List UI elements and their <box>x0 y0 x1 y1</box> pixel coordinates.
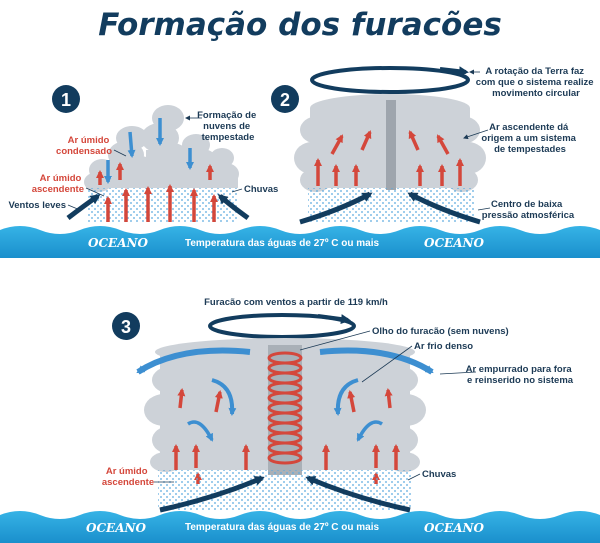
label-humid-rising-3: Ar úmido ascendente <box>102 466 154 488</box>
ocean-bottom-water <box>0 511 600 543</box>
stage-3-rotation-head <box>317 314 351 325</box>
outflow-left <box>136 347 251 375</box>
stage-3-number: 3 <box>121 317 131 337</box>
stage-1-condensed-arrows <box>104 118 194 184</box>
leader-cold-air <box>361 345 413 383</box>
leader-pushed-air <box>439 371 477 375</box>
stage-3-badge <box>112 312 140 340</box>
ocean-top-water <box>0 226 600 258</box>
stage-1-rising-arrows <box>96 162 218 222</box>
label-humid-rising: Ar úmido ascendente <box>32 173 84 195</box>
label-storm-clouds: Formação de nuvens de tempestade <box>197 110 259 143</box>
stage-2-rising-arrows <box>314 130 464 186</box>
ocean-top: OCEANO Temperatura das águas de 27º C ou… <box>0 226 600 258</box>
stage-2-core <box>386 100 396 190</box>
label-winds-speed: Furacão com ventos a partir de 119 km/h <box>204 297 388 308</box>
cold-air-left-low <box>187 420 214 442</box>
ocean-bottom-label-left: OCEANO <box>86 521 146 535</box>
cold-air-left <box>211 378 237 416</box>
leader-light-winds <box>67 204 81 211</box>
cold-air-right <box>333 378 359 416</box>
label-cold-air: Ar frio denso <box>414 341 473 352</box>
stage-1-clouds <box>84 105 239 192</box>
label-earth-rotation: A rotação da Terra faz com que o sistema… <box>476 66 596 99</box>
cold-air-right-low <box>356 420 383 442</box>
stage-3-inflow-left <box>159 475 265 513</box>
stage-1-wind-right <box>217 193 250 221</box>
stage-1-number: 1 <box>61 90 71 110</box>
leader-rain-1 <box>231 188 243 193</box>
label-low-pressure: Centro de baixa pressão atmosférica <box>482 199 575 221</box>
stage-2-rotation-ring <box>310 66 470 94</box>
stage-2-rotation-head <box>439 66 469 77</box>
ocean-top-label-right: OCEANO <box>424 236 484 250</box>
stage-3-rotation-ring <box>208 313 356 339</box>
stage-2: 2 <box>271 66 596 225</box>
label-humid-condensed: Ar úmido condensado <box>56 135 112 157</box>
label-pushed-air: Ar empurrado para fora e reinserido no s… <box>466 364 575 386</box>
stage-3-inflow-right <box>305 475 411 513</box>
ocean-bottom: OCEANO Temperatura das águas de 27º C ou… <box>0 511 600 543</box>
ocean-bottom-label-right: OCEANO <box>424 521 484 535</box>
stage-2-inflow-right <box>407 191 481 225</box>
stage-2-number: 2 <box>280 90 290 110</box>
label-rising-air: Ar ascendente dá origem a um sistema de … <box>481 122 578 155</box>
stage-3: 3 Furacão com ventos a partir de 119 km/… <box>102 297 575 513</box>
stage-1: 1 <box>8 85 278 222</box>
stage-2-rain <box>308 188 474 222</box>
eye-spiral <box>267 351 303 465</box>
leader-eye <box>299 330 371 351</box>
stage-1-wind-left <box>66 193 101 220</box>
label-rain-3: Chuvas <box>422 469 456 480</box>
leader-humid-rising <box>85 187 105 197</box>
stage-3-rain <box>158 470 412 510</box>
stage-2-badge <box>271 85 299 113</box>
label-eye: Olho do furacão (sem nuvens) <box>372 326 509 337</box>
leader-humid-condensed <box>113 149 127 157</box>
ocean-top-label-left: OCEANO <box>88 236 148 250</box>
label-light-winds: Ventos leves <box>8 200 66 211</box>
ocean-bottom-temperature: Temperatura das águas de 27º C ou mais <box>185 522 380 533</box>
ocean-top-temperature: Temperatura das águas de 27º C ou mais <box>185 238 380 249</box>
stage-2-inflow-left <box>299 191 373 225</box>
stage-1-badge <box>52 85 80 113</box>
outflow-right <box>319 347 434 375</box>
leader-rising-air <box>463 129 489 140</box>
page-title: Formação dos furacões <box>98 7 502 43</box>
leader-low-pressure <box>477 207 491 211</box>
leader-rain-3 <box>407 473 421 481</box>
label-rain-1: Chuvas <box>244 184 278 195</box>
